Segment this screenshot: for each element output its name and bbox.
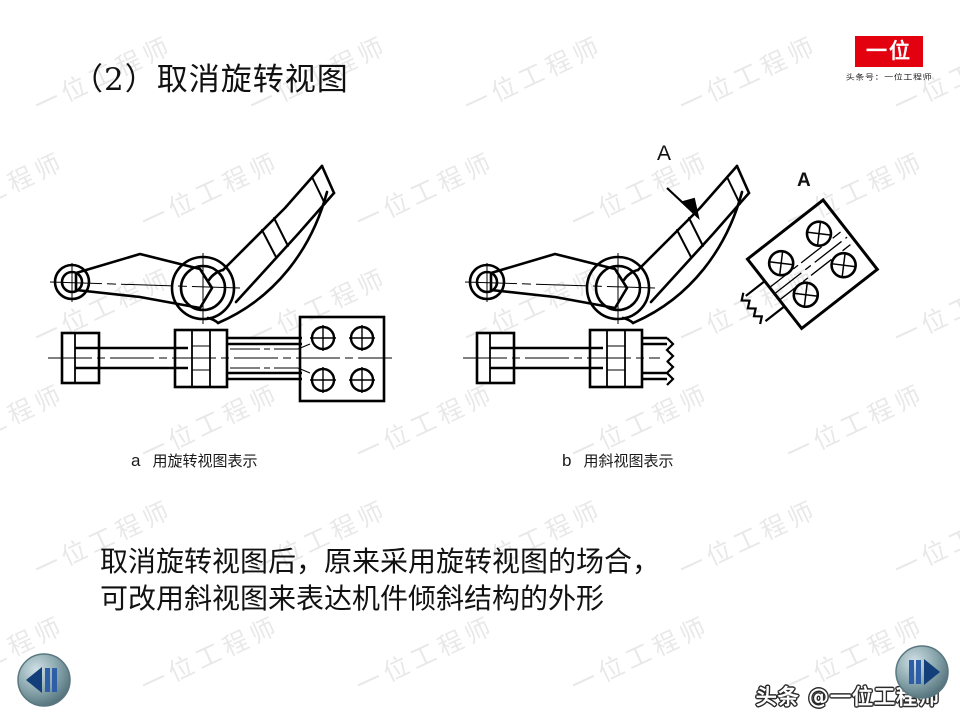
logo-subtitle: 头条号：一位工程师: [845, 73, 933, 82]
body-line-2: 可改用斜视图来表达机件倾斜结构的外形: [100, 582, 605, 616]
view-label-a: A: [797, 170, 811, 191]
figure-b-caption-letter: b: [562, 451, 572, 470]
watermark-text: 一位工程师: [0, 0, 71, 6]
figure-b-caption-text: 用斜视图表示: [583, 452, 674, 470]
brand-logo: 一位 头条号：一位工程师: [834, 36, 944, 83]
watermark-text: 一位工程师: [779, 0, 930, 6]
next-page-button[interactable]: [894, 644, 950, 700]
figure-b-caption: b 用斜视图表示: [562, 450, 673, 471]
watermark-text: 一位工程师: [889, 262, 960, 353]
watermark-text: 一位工程师: [134, 0, 285, 6]
watermark-text: 一位工程师: [564, 0, 715, 6]
body-paragraph: 取消旋转视图后，原来采用旋转视图的场合， 可改用斜视图来表达机件倾斜结构的外形: [100, 543, 890, 617]
logo-mark: 一位: [855, 36, 923, 67]
figure-b-drawing: A A: [455, 120, 895, 445]
figure-a-caption-text: 用旋转视图表示: [152, 452, 258, 470]
body-line-1: 取消旋转视图后，原来采用旋转视图的场合，: [100, 545, 661, 578]
watermark-text: 一位工程师: [351, 610, 500, 701]
previous-page-button[interactable]: [16, 652, 72, 708]
watermark-text: 一位工程师: [566, 610, 715, 701]
figure-a-caption-letter: a: [131, 451, 141, 470]
watermark-text: 一位工程师: [349, 0, 500, 6]
figure-a-caption: a 用旋转视图表示: [131, 450, 257, 471]
page-title: （2）取消旋转视图: [72, 62, 349, 98]
figure-a-drawing: [40, 130, 410, 435]
arrow-label-a: A: [657, 142, 671, 165]
watermark-text: 一位工程师: [459, 30, 608, 121]
watermark-text: 一位工程师: [674, 30, 823, 121]
watermark-text: 一位工程师: [136, 610, 285, 701]
watermark-text: 一位工程师: [889, 494, 960, 585]
